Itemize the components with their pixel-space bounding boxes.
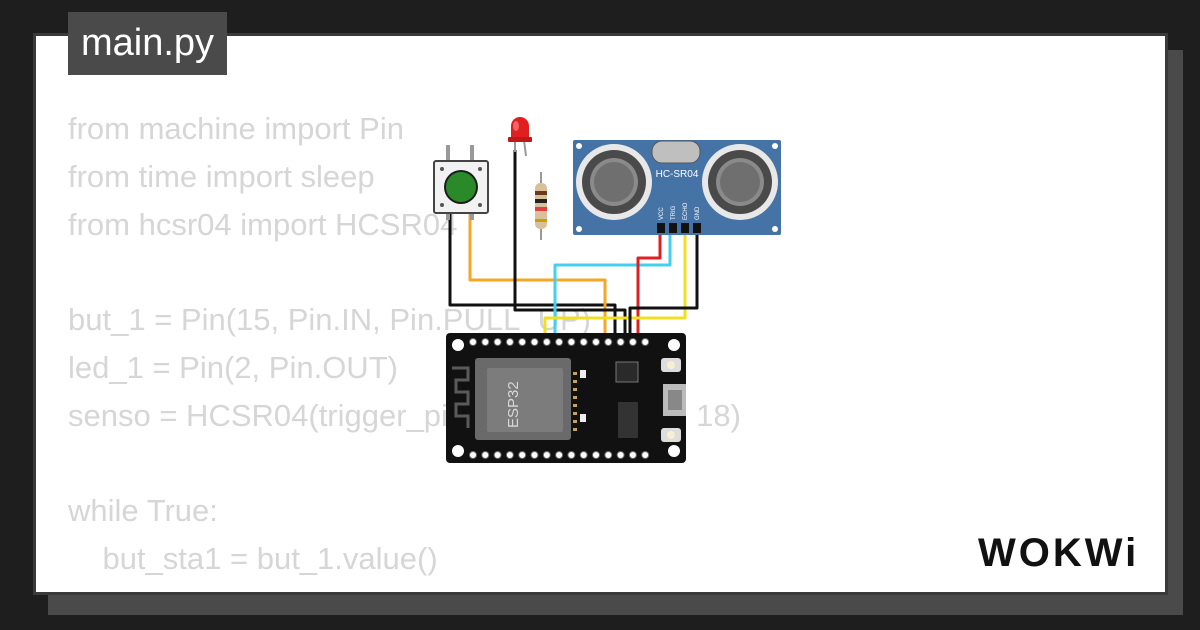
wire-black-led: [513, 150, 627, 342]
board-pin[interactable]: [530, 451, 539, 459]
sensor-pin-gnd: GND: [695, 206, 701, 220]
code-line: led_1 = Pin(2, Pin.OUT): [68, 349, 398, 385]
code-line: from machine import Pin: [68, 111, 404, 146]
sensor-pin-echo: ECHO: [683, 202, 689, 220]
code-line: but_1 = Pin(15, Pin.IN, Pin.PULL_UP): [68, 302, 591, 338]
sensor-label: HC-SR04: [656, 169, 699, 180]
board-pin[interactable]: [469, 451, 477, 459]
wokwi-logo: WOKWi: [978, 531, 1139, 575]
board-pin[interactable]: [616, 338, 625, 346]
resistor: [535, 172, 547, 240]
wire-black-button: [448, 212, 617, 342]
project-preview-card: from machine import Pin from time import …: [33, 33, 1168, 595]
button-cap: [446, 172, 476, 202]
code-line: but_sta1 = but_1.value(): [68, 541, 438, 577]
board-pin[interactable]: [628, 338, 637, 346]
board-pin[interactable]: [555, 338, 564, 346]
board-pin[interactable]: [469, 338, 477, 346]
sensor-pin-trig: TRIG: [671, 205, 677, 220]
esp32-board[interactable]: ESP32: [446, 333, 686, 463]
board-pin[interactable]: [505, 338, 514, 346]
board-pin[interactable]: [481, 338, 490, 346]
wire-yellow-echo: [543, 228, 687, 342]
code-line: if but_sta1 == 0:: [68, 583, 741, 595]
board-pin[interactable]: [579, 338, 588, 346]
board-pin[interactable]: [628, 451, 637, 459]
board-pin[interactable]: [530, 338, 539, 346]
board-pin[interactable]: [641, 338, 650, 346]
board-pin[interactable]: [592, 338, 600, 346]
sensor-transducer-left: [576, 144, 652, 220]
wires: [448, 150, 699, 342]
code-line: from time import sleep: [68, 158, 375, 194]
board-pin[interactable]: [481, 451, 490, 459]
board-pin[interactable]: [493, 451, 502, 459]
sensor-pin-vcc: VCC: [659, 207, 665, 220]
board-pin[interactable]: [518, 451, 527, 459]
wire-cyan-trig: [553, 228, 672, 342]
board-label: ESP32: [505, 381, 522, 428]
pushbutton[interactable]: [433, 145, 489, 220]
board-pin[interactable]: [567, 451, 576, 459]
board-pin[interactable]: [493, 338, 502, 346]
sensor-transducer-right: [702, 144, 778, 220]
board-pin[interactable]: [518, 338, 527, 346]
wire-red-vcc: [636, 228, 662, 342]
code-line: while True:: [68, 493, 218, 529]
file-tab-title[interactable]: main.py: [68, 12, 228, 75]
board-pins-bottom: [469, 451, 650, 459]
ultrasonic-sensor[interactable]: HC-SR04 VCC TRIG ECHO GND: [573, 140, 781, 235]
board-pin[interactable]: [604, 338, 613, 346]
brand-name: WOKWi: [978, 531, 1139, 575]
board-pin[interactable]: [567, 338, 576, 346]
board-pin[interactable]: [555, 451, 564, 459]
board-pin[interactable]: [616, 451, 625, 459]
board-pins-top: [469, 338, 650, 346]
led[interactable]: [508, 117, 532, 157]
wire-black-gnd: [628, 228, 699, 342]
board-pin[interactable]: [505, 451, 514, 459]
board-pin[interactable]: [592, 451, 600, 459]
board-pin[interactable]: [641, 451, 650, 459]
board-pin[interactable]: [579, 451, 588, 459]
board-pin[interactable]: [604, 451, 613, 459]
board-pin[interactable]: [542, 451, 551, 459]
board-pin[interactable]: [542, 338, 551, 346]
